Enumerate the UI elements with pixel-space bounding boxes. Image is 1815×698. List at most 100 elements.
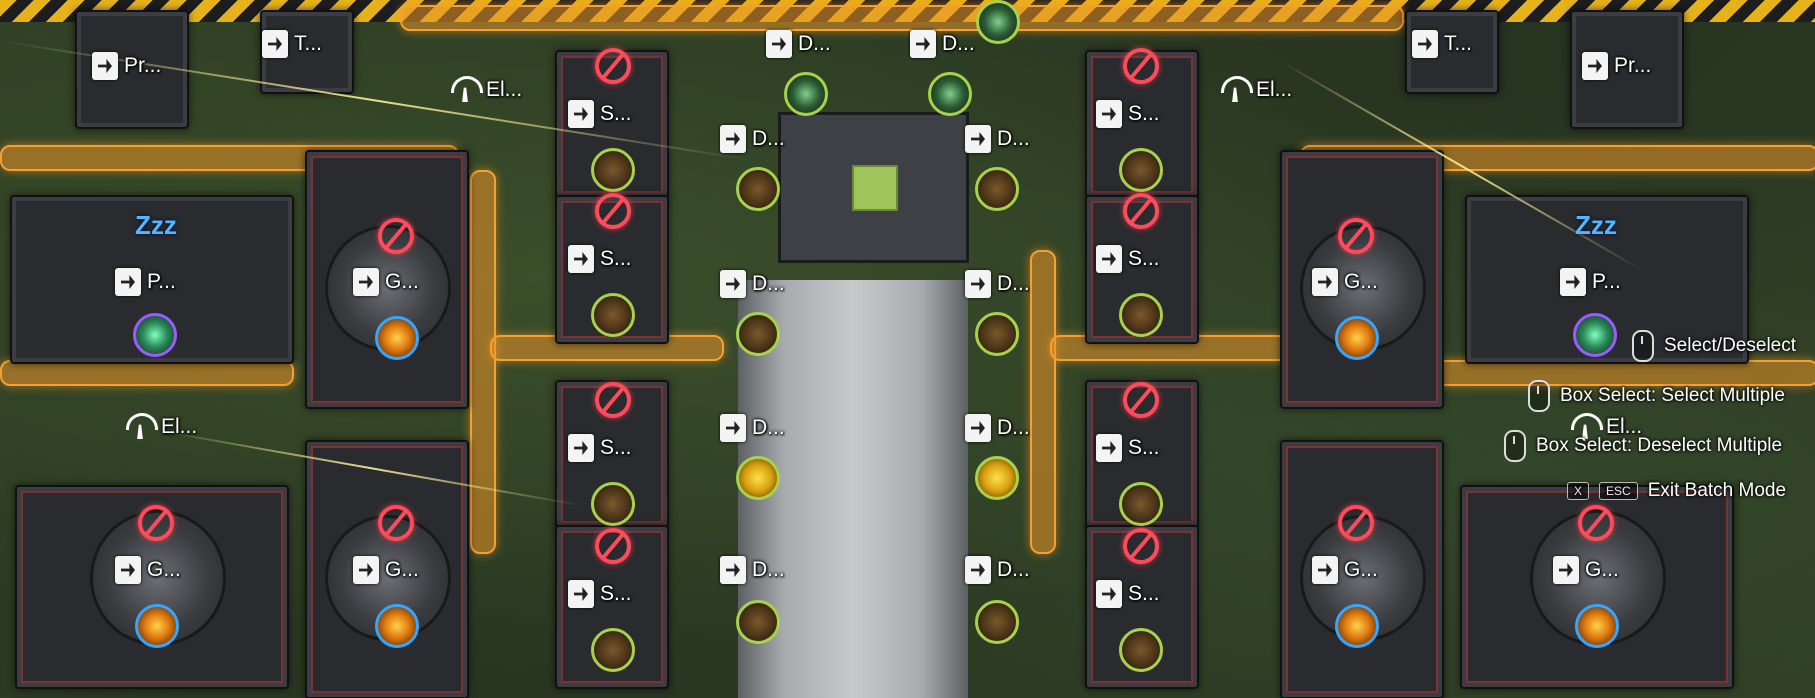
label-tower-right[interactable]: T... xyxy=(1412,30,1472,58)
seed-icon xyxy=(568,100,594,128)
label-seed-r1[interactable]: S... xyxy=(1096,100,1160,128)
disabled-icon xyxy=(595,382,631,418)
seed-output-l3 xyxy=(591,482,635,526)
label-seed-r2[interactable]: S... xyxy=(1096,245,1160,273)
depot-item-l2 xyxy=(736,312,780,356)
label-planter-left[interactable]: P... xyxy=(115,268,176,296)
label-grinder-2[interactable]: G... xyxy=(1312,268,1378,296)
planter-item-left xyxy=(133,313,177,357)
depot-icon xyxy=(965,556,991,584)
seed-output-r4 xyxy=(1119,628,1163,672)
depot-icon xyxy=(720,125,746,153)
label-depot-l4[interactable]: D... xyxy=(720,556,785,584)
disabled-icon xyxy=(138,505,174,541)
seed-icon xyxy=(568,580,594,608)
grinder-output-4 xyxy=(375,604,419,648)
seed-icon xyxy=(568,434,594,462)
grinder-output-6 xyxy=(1575,604,1619,648)
grinder-icon xyxy=(1312,556,1338,584)
label-depot-r2[interactable]: D... xyxy=(965,270,1030,298)
disabled-icon xyxy=(378,505,414,541)
label-protocol-right[interactable]: Pr... xyxy=(1582,52,1651,80)
planter-icon xyxy=(1560,268,1586,296)
label-depot-top-left[interactable]: D... xyxy=(766,30,831,58)
seed-icon xyxy=(568,245,594,273)
seed-output-l1 xyxy=(591,148,635,192)
label-grinder-6[interactable]: G... xyxy=(1553,556,1619,584)
planter-icon xyxy=(115,268,141,296)
label-depot-l2[interactable]: D... xyxy=(720,270,785,298)
label-grinder-1[interactable]: G... xyxy=(353,268,419,296)
conveyor-right-vertical xyxy=(1030,250,1056,554)
label-planter-right[interactable]: P... xyxy=(1560,268,1621,296)
label-grinder-4[interactable]: G... xyxy=(353,556,419,584)
label-depot-top-right[interactable]: D... xyxy=(910,30,975,58)
disabled-icon xyxy=(595,528,631,564)
grinder-output-3 xyxy=(135,604,179,648)
label-electric-br[interactable]: El... xyxy=(1570,413,1642,441)
label-seed-l2[interactable]: S... xyxy=(568,245,632,273)
label-seed-l1[interactable]: S... xyxy=(568,100,632,128)
electric-pylon-icon xyxy=(1570,413,1603,441)
tower-power-icon xyxy=(262,30,288,58)
depot-icon xyxy=(910,30,936,58)
label-seed-r3[interactable]: S... xyxy=(1096,434,1160,462)
grinder-output-1 xyxy=(375,316,419,360)
disabled-icon xyxy=(1123,382,1159,418)
disabled-icon xyxy=(1123,528,1159,564)
depot-item-r2 xyxy=(975,312,1019,356)
depot-item-r4 xyxy=(975,600,1019,644)
conveyor-left-vertical xyxy=(470,170,496,554)
label-depot-r4[interactable]: D... xyxy=(965,556,1030,584)
label-grinder-5[interactable]: G... xyxy=(1312,556,1378,584)
sleep-indicator-right: Zzz xyxy=(1575,210,1617,240)
seed-icon xyxy=(1096,100,1122,128)
building-planter-right[interactable] xyxy=(1465,195,1749,364)
label-seed-r4[interactable]: S... xyxy=(1096,580,1160,608)
sleep-indicator-left: Zzz xyxy=(135,210,177,240)
electric-pylon-icon xyxy=(125,413,158,441)
grinder-icon xyxy=(353,556,379,584)
label-depot-l3[interactable]: D... xyxy=(720,414,785,442)
grinder-icon xyxy=(1312,268,1338,296)
hint-box-select: Box Select: Select Multiple xyxy=(1528,380,1785,412)
label-electric-tl[interactable]: El... xyxy=(450,76,522,104)
depot-item-top-center xyxy=(976,0,1020,44)
seed-output-l4 xyxy=(591,628,635,672)
label-seed-l4[interactable]: S... xyxy=(568,580,632,608)
depot-icon xyxy=(965,270,991,298)
disabled-icon xyxy=(1578,505,1614,541)
tower-power-icon xyxy=(1412,30,1438,58)
disabled-icon xyxy=(378,218,414,254)
label-depot-l1[interactable]: D... xyxy=(720,125,785,153)
hint-box-deselect: Box Select: Deselect Multiple xyxy=(1504,430,1782,462)
depot-icon xyxy=(720,270,746,298)
grinder-icon xyxy=(115,556,141,584)
depot-item-top-right xyxy=(928,72,972,116)
depot-item-r3 xyxy=(975,456,1019,500)
label-grinder-3[interactable]: G... xyxy=(115,556,181,584)
depot-item-l4 xyxy=(736,600,780,644)
grinder-icon xyxy=(1553,556,1579,584)
label-depot-r3[interactable]: D... xyxy=(965,414,1030,442)
mouse-right-drag-icon xyxy=(1504,430,1526,462)
label-depot-r1[interactable]: D... xyxy=(965,125,1030,153)
label-protocol-left[interactable]: Pr... xyxy=(92,52,161,80)
seed-output-l2 xyxy=(591,293,635,337)
depot-item-l1 xyxy=(736,167,780,211)
label-seed-l3[interactable]: S... xyxy=(568,434,632,462)
disabled-icon xyxy=(1338,505,1374,541)
label-electric-tr[interactable]: El... xyxy=(1220,76,1292,104)
depot-icon xyxy=(720,556,746,584)
depot-icon xyxy=(965,125,991,153)
disabled-icon xyxy=(595,48,631,84)
grinder-output-2 xyxy=(1335,316,1379,360)
planter-item-right xyxy=(1573,313,1617,357)
disabled-icon xyxy=(1338,218,1374,254)
disabled-icon xyxy=(595,193,631,229)
label-electric-bl[interactable]: El... xyxy=(125,413,197,441)
hint-select: Select/Deselect xyxy=(1632,330,1796,362)
label-tower-left[interactable]: T... xyxy=(262,30,322,58)
